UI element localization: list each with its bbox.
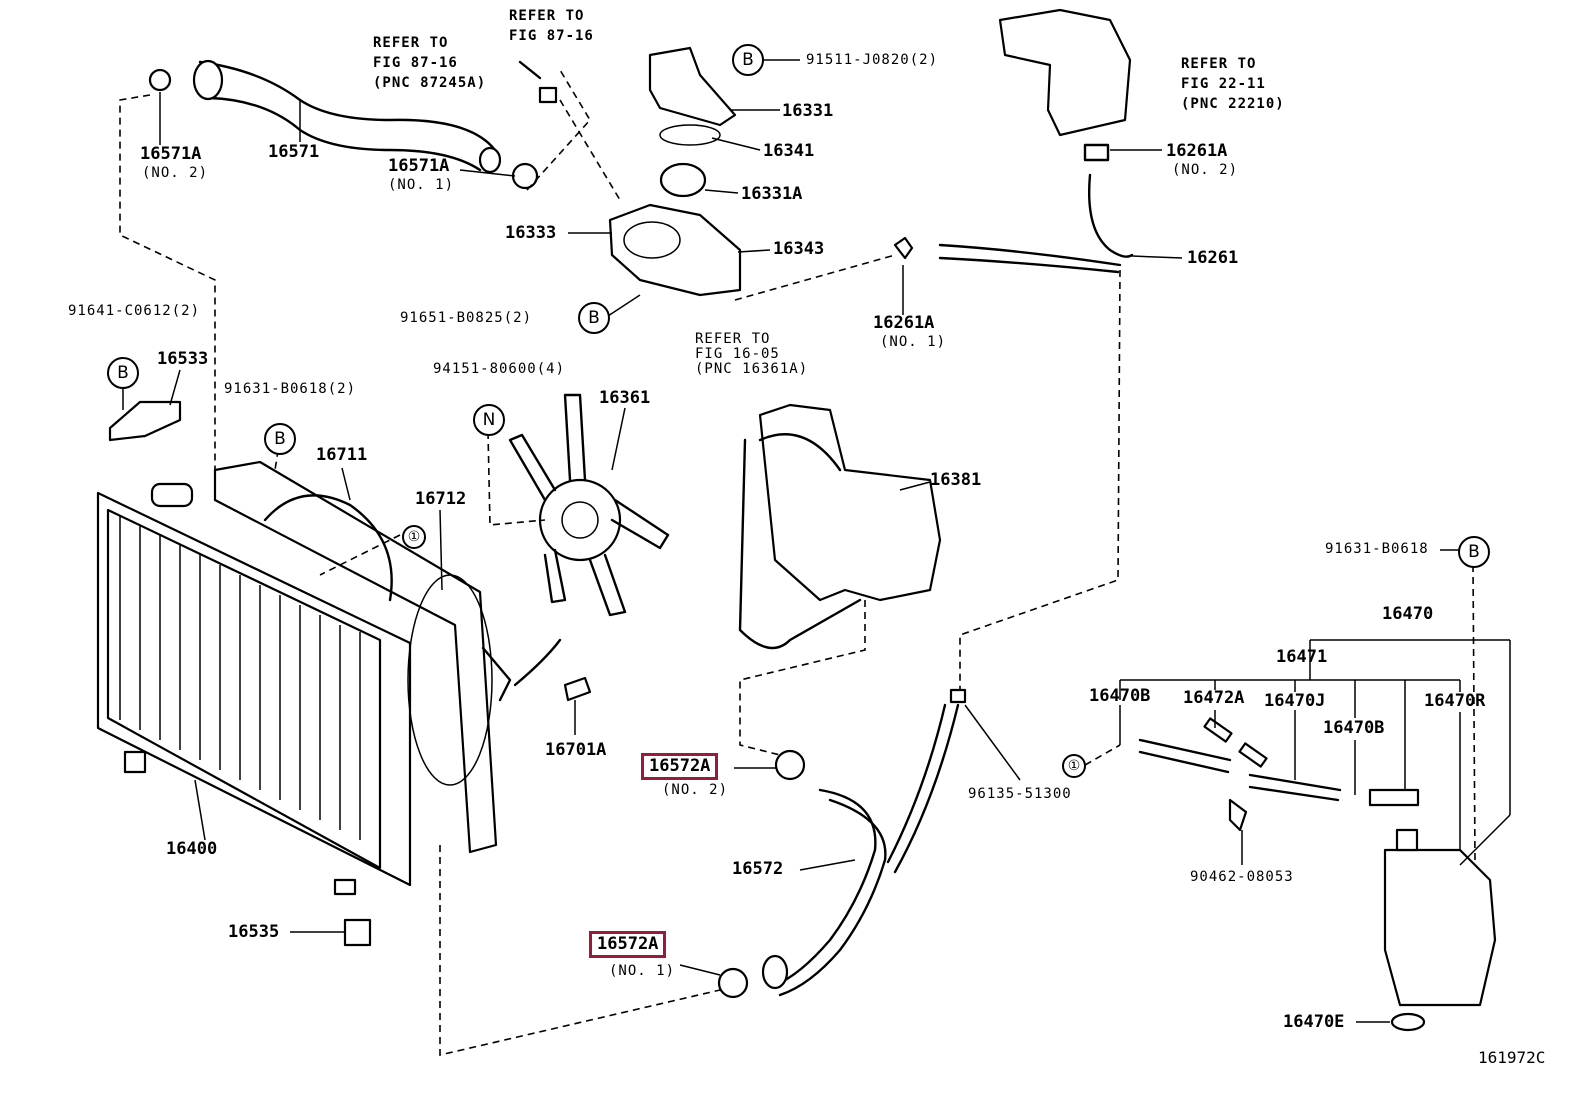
part-label-16261A-no2: 16261A: [1166, 141, 1228, 161]
water-outlet-drawing: [938, 8, 1134, 274]
part-label-16331: 16331: [782, 101, 834, 121]
fastener-label-90462: 90462-08053: [1190, 869, 1294, 885]
part-label-16470J: 16470J: [1264, 691, 1326, 711]
lower-hose-drawing: [717, 688, 967, 999]
part-label-16470B-b: 16470B: [1323, 718, 1385, 738]
part-label-16711: 16711: [316, 445, 368, 465]
part-label-16571: 16571: [268, 142, 320, 162]
reference-note-fig-22-11: REFER TO FIG 22-11 (PNC 22210): [1181, 56, 1285, 112]
thermostat-housing-drawing: [608, 46, 742, 297]
part-label-16572A-no1-highlighted[interactable]: 16572A: [589, 931, 667, 958]
marker-b-91511: B: [732, 44, 764, 76]
part-label-16533: 16533: [157, 349, 209, 369]
part-label-16261A-no1: 16261A: [873, 313, 935, 333]
leader-lines: [122, 59, 1511, 1023]
part-label-16571A-no1: 16571A: [388, 156, 450, 176]
reference-note-fig-87-16-pnc: REFER TO FIG 87-16 (PNC 87245A): [373, 35, 487, 91]
part-label-16333: 16333: [505, 223, 557, 243]
cooling-fan-drawing: [508, 393, 670, 617]
part-label-16261: 16261: [1187, 248, 1239, 268]
reservoir-tank-drawing: [1138, 717, 1497, 1032]
part-label-16471: 16471: [1276, 647, 1328, 667]
part-label-16361: 16361: [599, 388, 651, 408]
part-label-16571A-no2: 16571A: [140, 144, 202, 164]
upper-hose-drawing: [148, 59, 539, 190]
part-sublabel-16572A-no1: (NO. 1): [609, 963, 676, 979]
radiator-drawing: [96, 482, 412, 896]
reference-note-fig-16-05: REFER TO FIG 16-05 (PNC 16361A): [695, 331, 809, 377]
part-label-16343: 16343: [773, 239, 825, 259]
part-label-16470B-a: 16470B: [1089, 686, 1151, 706]
part-label-16572: 16572: [732, 859, 784, 879]
part-label-16470R: 16470R: [1424, 691, 1486, 711]
marker-b-91641: B: [107, 357, 139, 389]
part-label-16470: 16470: [1382, 604, 1434, 624]
part-label-16381: 16381: [930, 470, 982, 490]
part-label-16701A: 16701A: [545, 740, 607, 760]
part-sublabel-16572A-no2: (NO. 2): [662, 782, 729, 798]
fan-shroud-drawing: [213, 460, 562, 854]
marker-b-91631-a: B: [264, 423, 296, 455]
marker-n-94151: N: [473, 404, 505, 436]
marker-connection-1-shroud: ①: [402, 525, 426, 549]
fastener-label-96135: 96135-51300: [968, 786, 1072, 802]
part-label-16472A: 16472A: [1183, 688, 1245, 708]
fluid-coupling-drawing: [738, 403, 942, 650]
part-sublabel-16261A-no1: (NO. 1): [880, 334, 947, 350]
marker-connection-1-reservoir: ①: [1062, 754, 1086, 778]
part-label-16341: 16341: [763, 141, 815, 161]
part-sublabel-16571A-no2: (NO. 2): [142, 165, 209, 181]
part-label-16331A: 16331A: [741, 184, 803, 204]
fastener-label-91511: 91511-J0820(2): [806, 52, 939, 68]
part-sublabel-16261A-no2: (NO. 2): [1172, 162, 1239, 178]
part-label-16535: 16535: [228, 922, 280, 942]
small-parts-drawing: [108, 60, 914, 947]
fastener-label-91641: 91641-C0612(2): [68, 303, 201, 319]
fastener-label-94151: 94151-80600(4): [433, 361, 566, 377]
fastener-label-91631-b: 91631-B0618: [1325, 541, 1429, 557]
reference-note-fig-87-16: REFER TO FIG 87-16: [509, 8, 594, 44]
part-label-16572A-no2-highlighted[interactable]: 16572A: [641, 753, 719, 780]
marker-b-91631-b: B: [1458, 536, 1490, 568]
part-sublabel-16571A-no1: (NO. 1): [388, 177, 455, 193]
marker-b-91651: B: [578, 302, 610, 334]
fastener-label-91651: 91651-B0825(2): [400, 310, 533, 326]
part-label-16400: 16400: [166, 839, 218, 859]
part-label-16470E: 16470E: [1283, 1012, 1345, 1032]
figure-id: 161972C: [1478, 1048, 1546, 1067]
part-label-16712: 16712: [415, 489, 467, 509]
fastener-label-91631-a: 91631-B0618(2): [224, 381, 357, 397]
